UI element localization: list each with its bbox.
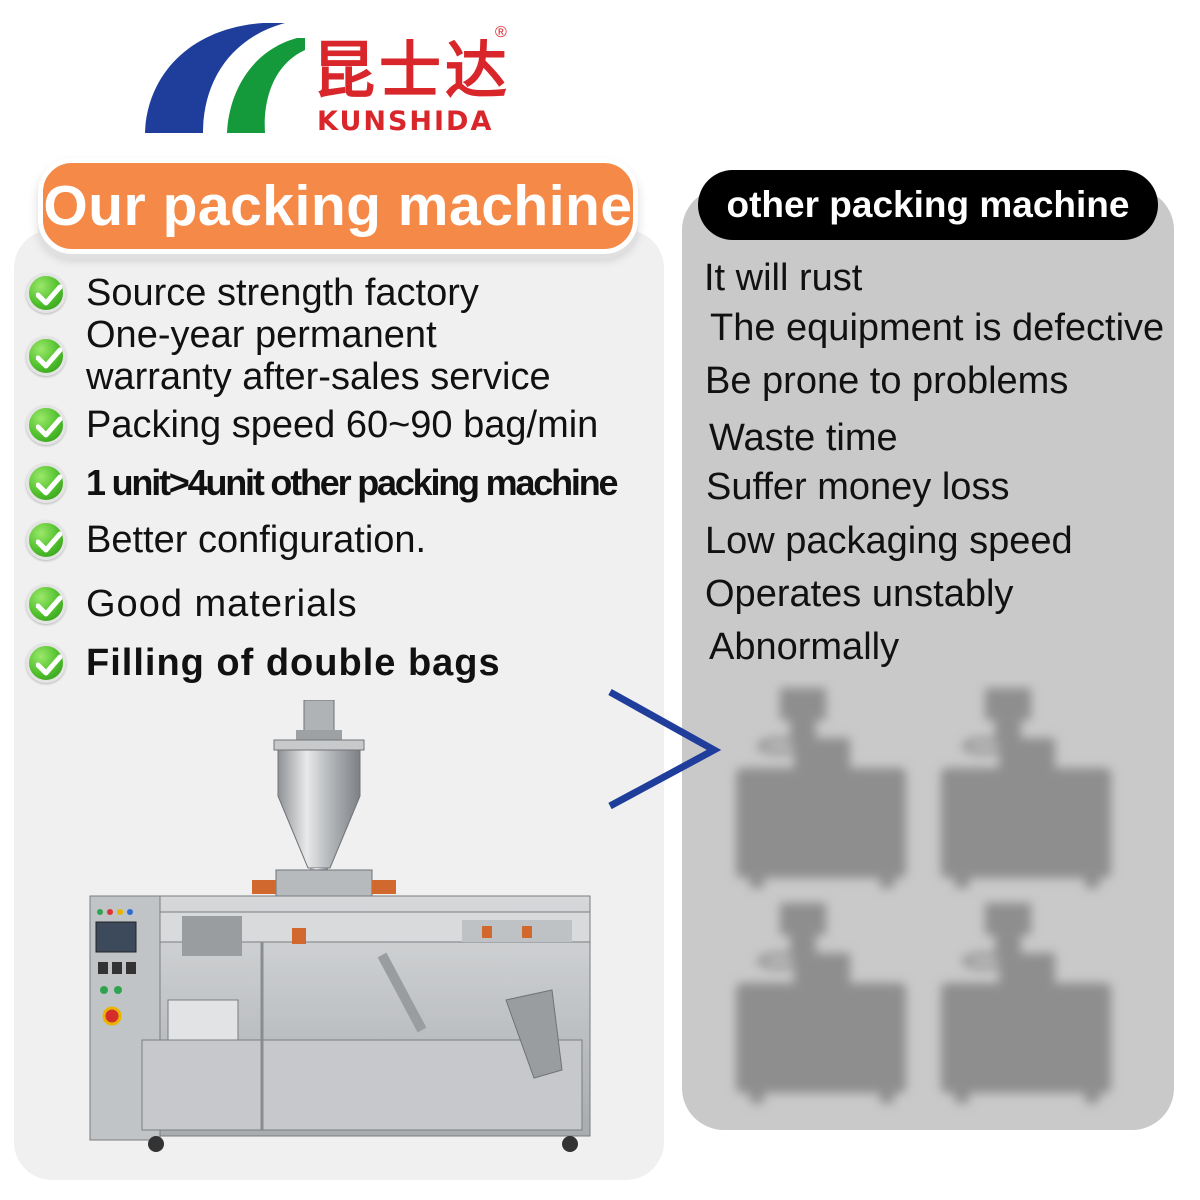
feature-text: Better configuration. bbox=[86, 519, 427, 561]
feature-item: Filling of double bags bbox=[26, 642, 501, 684]
defect-item: Operates unstably bbox=[705, 573, 1014, 615]
feature-item: 1 unit>4unit other packing machine bbox=[26, 462, 619, 504]
feature-item: One-year permanent warranty after-sales … bbox=[26, 314, 551, 398]
registered-mark: ® bbox=[495, 24, 507, 41]
feature-text: One-year permanent warranty after-sales … bbox=[86, 314, 551, 398]
check-circle-icon bbox=[26, 520, 66, 560]
defect-item: It will rust bbox=[704, 257, 863, 299]
feature-text: 1 unit>4unit other packing machine bbox=[86, 462, 619, 503]
feature-item: Source strength factory bbox=[26, 272, 479, 314]
feature-item: Good materials bbox=[26, 583, 358, 625]
defect-item: Suffer money loss bbox=[706, 466, 1010, 508]
other-machine-title: other packing machine bbox=[698, 170, 1158, 240]
feature-item: Packing speed 60~90 bag/min bbox=[26, 404, 598, 446]
feature-text: Source strength factory bbox=[86, 272, 479, 314]
feature-item: Better configuration. bbox=[26, 519, 426, 561]
our-machine-title: Our packing machine bbox=[38, 158, 638, 254]
defect-item: Low packaging speed bbox=[705, 520, 1073, 562]
check-circle-icon bbox=[26, 336, 66, 376]
feature-text: Good materials bbox=[86, 583, 358, 625]
check-circle-icon bbox=[26, 273, 66, 313]
defect-item: Abnormally bbox=[709, 626, 900, 668]
kunshida-logo: 昆士达 ® KUNSHIDA bbox=[145, 18, 525, 138]
feature-text-line: One-year permanent bbox=[86, 314, 437, 356]
check-circle-icon bbox=[26, 643, 66, 683]
check-circle-icon bbox=[26, 463, 66, 503]
feature-text-line: warranty after-sales service bbox=[86, 356, 551, 398]
brand-name-cn: 昆士达 bbox=[313, 34, 512, 107]
check-circle-icon bbox=[26, 584, 66, 624]
feature-text: Filling of double bags bbox=[86, 642, 501, 684]
feature-text: Packing speed 60~90 bag/min bbox=[86, 404, 599, 446]
greater-than-chevron-icon bbox=[608, 688, 722, 810]
brand-name-en: KUNSHIDA bbox=[317, 106, 494, 137]
other-machine-panel bbox=[682, 188, 1174, 1130]
defect-item: Be prone to problems bbox=[705, 360, 1069, 402]
kunshida-logo-mark-icon bbox=[145, 23, 305, 133]
defect-item: The equipment is defective bbox=[710, 307, 1165, 349]
packing-machine-illustration bbox=[89, 700, 591, 1152]
check-circle-icon bbox=[26, 405, 66, 445]
other-machines-silhouettes bbox=[720, 680, 1140, 1130]
defect-item: Waste time bbox=[709, 417, 898, 459]
